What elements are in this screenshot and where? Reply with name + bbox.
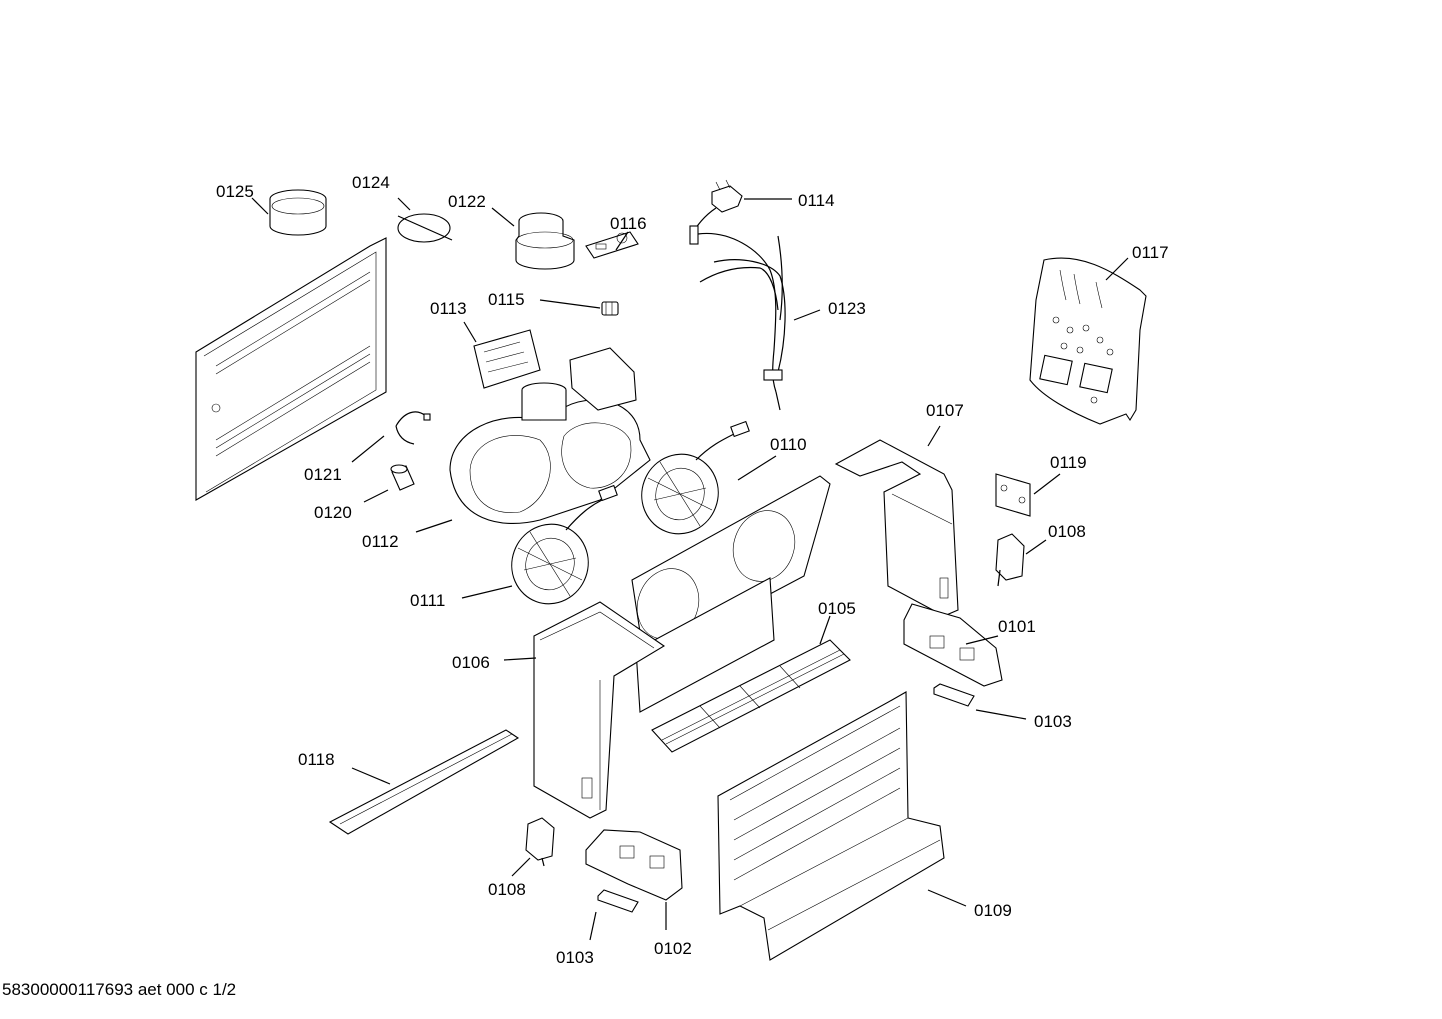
part-0108-switch-upper: [995, 533, 1025, 587]
part-0108-switch-lower: [525, 817, 555, 867]
label-0121: 0121: [304, 465, 342, 484]
label-0110: 0110: [770, 435, 807, 454]
part-0101-lamp-holder: [903, 603, 1003, 687]
part-0114-mains-plug: [689, 179, 743, 239]
label-0106: 0106: [452, 653, 490, 672]
label-0124: 0124: [352, 173, 390, 192]
part-0120-capacitor: [390, 464, 415, 491]
label-0120: 0120: [314, 503, 352, 522]
label-0118: 0118: [298, 750, 335, 769]
part-0119-plate: [995, 473, 1031, 517]
label-0105: 0105: [818, 599, 856, 618]
label-0122: 0122: [448, 192, 486, 211]
label-0108-lower: 0108: [488, 880, 526, 899]
part-0118-rail: [328, 729, 520, 835]
part-labels: 0125 0124 0122 0116 0114 0117 0115 0113 …: [216, 173, 1169, 967]
label-0111: 0111: [410, 591, 445, 610]
part-rear-panel: [195, 237, 387, 501]
part-0122-reducer: [515, 212, 575, 270]
part-0105-grill: [651, 639, 851, 753]
label-0115: 0115: [488, 290, 525, 309]
part-0109-front-panel: [717, 691, 945, 961]
part-0124-damper-flap: [397, 213, 453, 243]
label-0125: 0125: [216, 182, 254, 201]
part-0113-circuit-board: [473, 329, 541, 389]
part-0107-side-bracket: [834, 439, 959, 617]
label-0108-upper: 0108: [1048, 522, 1086, 541]
part-0121-cable: [395, 411, 431, 445]
label-0119: 0119: [1050, 453, 1087, 472]
part-0103-connector-upper: [933, 683, 975, 707]
label-0102: 0102: [654, 939, 692, 958]
label-0103-lower: 0103: [556, 948, 594, 967]
document-footer: 58300000117693 aet 000 c 1/2: [2, 980, 237, 999]
label-0112: 0112: [362, 532, 399, 551]
label-0107: 0107: [926, 401, 964, 420]
part-0123-wiring-harness: [689, 225, 786, 411]
part-0125-duct-collar: [269, 189, 327, 236]
label-0123: 0123: [828, 299, 866, 318]
label-0101: 0101: [998, 617, 1036, 636]
part-0102-lamp-holder: [585, 829, 683, 901]
part-0111-impeller: [511, 484, 618, 605]
label-0116: 0116: [610, 214, 647, 233]
part-0110-impeller: [641, 420, 750, 535]
part-0106-housing: [533, 601, 666, 819]
label-0103-upper: 0103: [1034, 712, 1072, 731]
part-0112-fan-housing: [449, 347, 651, 524]
part-0117-fastener-bag: [1029, 257, 1147, 425]
label-0114: 0114: [798, 191, 835, 210]
part-0116-control-board: [585, 231, 639, 259]
part-fan-mounting-plate: [631, 475, 831, 713]
label-0109: 0109: [974, 901, 1012, 920]
part-0103-connector-lower: [597, 889, 639, 913]
part-0115-switch: [601, 301, 619, 316]
label-0113: 0113: [430, 299, 467, 318]
leader-lines: [251, 197, 1129, 941]
label-0117: 0117: [1132, 243, 1169, 262]
